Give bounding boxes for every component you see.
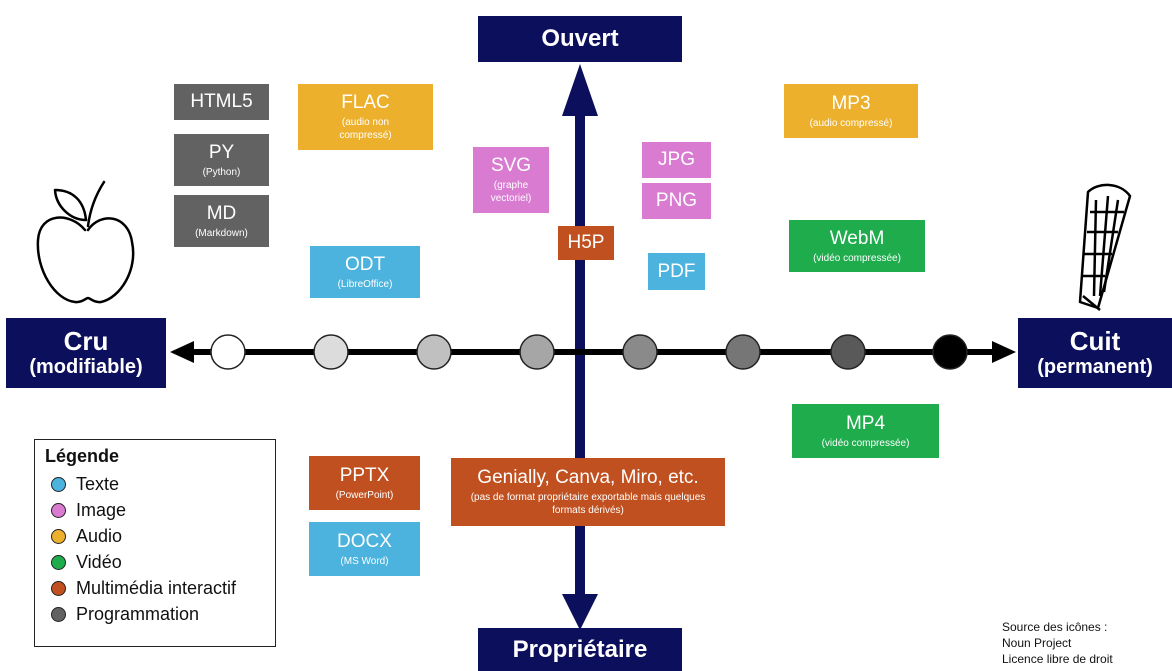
legend-item-image: Image	[51, 497, 275, 523]
legend-label-text: Texte	[76, 473, 120, 494]
format-webm-sub: (vidéo compressée)	[813, 252, 901, 264]
legend-dot-programming	[51, 606, 66, 622]
format-py: PY (Python)	[174, 134, 269, 186]
format-docx: DOCX (MS Word)	[309, 522, 420, 576]
icon-source-note: Source des icônes : Noun Project Licence…	[1002, 619, 1113, 667]
axis-label-cooked-title: Cuit	[1069, 326, 1121, 356]
format-jpg: JPG	[642, 142, 711, 178]
legend: Légende Texte Image Audio Vidéo Multiméd…	[34, 439, 276, 647]
legend-item-video: Vidéo	[51, 549, 275, 575]
format-pdf-title: PDF	[657, 260, 696, 282]
legend-dot-video	[51, 554, 66, 570]
format-mp3-sub: (audio compressé)	[809, 117, 893, 129]
format-py-sub: (Python)	[202, 166, 241, 178]
format-docx-title: DOCX	[337, 530, 392, 552]
pie-slice-icon	[1078, 183, 1132, 311]
format-mp3-title: MP3	[831, 92, 871, 114]
vertical-axis-arrow-down	[562, 594, 598, 630]
legend-label-interactive: Multimédia interactif	[76, 577, 237, 598]
legend-title: Légende	[45, 446, 120, 466]
format-md-title: MD	[206, 202, 237, 224]
format-h5p: H5P	[558, 226, 614, 260]
scale-dot-4	[519, 334, 555, 370]
legend-item-programming: Programmation	[51, 601, 275, 627]
format-flac-sub: (audio non compressé)	[339, 117, 392, 141]
format-pdf: PDF	[648, 253, 705, 290]
axis-label-proprietary: Propriétaire	[478, 628, 682, 671]
format-genially-sub: (pas de format propriétaire exportable m…	[470, 492, 706, 516]
vertical-axis-arrow-up	[562, 64, 598, 116]
format-mp4-title: MP4	[845, 412, 886, 434]
format-odt-sub: (LibreOffice)	[337, 278, 393, 290]
format-genially: Genially, Canva, Miro, etc. (pas de form…	[451, 458, 725, 526]
format-docx-sub: (MS Word)	[340, 555, 389, 567]
legend-dot-audio	[51, 528, 66, 544]
horizontal-axis-arrow-left	[170, 341, 194, 363]
format-svg-title: SVG	[490, 155, 532, 176]
scale-dot-6	[725, 334, 761, 370]
format-svg: SVG (graphe vectoriel)	[473, 147, 549, 213]
axis-label-cooked-sub: (permanent)	[1037, 356, 1153, 378]
apple-icon	[36, 180, 135, 304]
format-py-title: PY	[208, 141, 235, 163]
legend-label-programming: Programmation	[76, 603, 200, 624]
format-flac: FLAC (audio non compressé)	[298, 84, 433, 150]
format-pptx-sub: (PowerPoint)	[335, 489, 394, 501]
legend-dot-text	[51, 476, 66, 492]
format-odt: ODT (LibreOffice)	[310, 246, 420, 298]
scale-dot-3	[416, 334, 452, 370]
format-odt-title: ODT	[344, 253, 386, 275]
format-html5-title: HTML5	[190, 91, 253, 112]
format-svg-sub: (graphe vectoriel)	[490, 180, 532, 204]
legend-label-audio: Audio	[76, 525, 123, 546]
format-mp4: MP4 (vidéo compressée)	[792, 404, 939, 458]
scale-dot-2	[313, 334, 349, 370]
axis-label-raw-title: Cru	[63, 326, 109, 356]
axis-label-raw: Cru (modifiable)	[6, 318, 166, 388]
format-webm: WebM (vidéo compressée)	[789, 220, 925, 272]
legend-item-audio: Audio	[51, 523, 275, 549]
axis-label-cooked: Cuit (permanent)	[1018, 318, 1172, 388]
legend-item-interactive: Multimédia interactif	[51, 575, 275, 601]
format-md-sub: (Markdown)	[195, 227, 248, 239]
scale-dot-5	[622, 334, 658, 370]
legend-label-video: Vidéo	[76, 551, 122, 572]
legend-label-image: Image	[76, 499, 127, 520]
format-pptx: PPTX (PowerPoint)	[309, 456, 420, 510]
format-html5: HTML5	[174, 84, 269, 120]
source-line-1: Source des icônes :	[1002, 620, 1108, 634]
format-genially-title: Genially, Canva, Miro, etc.	[477, 467, 699, 488]
axis-label-open: Ouvert	[478, 16, 682, 62]
axis-label-proprietary-text: Propriétaire	[512, 635, 648, 663]
format-mp3: MP3 (audio compressé)	[784, 84, 918, 138]
format-md: MD (Markdown)	[174, 195, 269, 247]
format-flac-title: FLAC	[341, 92, 390, 113]
format-h5p-title: H5P	[567, 232, 605, 253]
format-mp4-sub: (vidéo compressée)	[821, 437, 910, 449]
format-png: PNG	[642, 183, 711, 219]
format-jpg-title: JPG	[658, 149, 695, 170]
scale-dot-8	[932, 334, 968, 370]
format-pptx-title: PPTX	[339, 464, 390, 486]
format-png-title: PNG	[655, 190, 698, 211]
scale-dot-1	[210, 334, 246, 370]
axis-label-open-text: Ouvert	[541, 25, 619, 52]
scale-dot-7	[830, 334, 866, 370]
format-webm-title: WebM	[829, 227, 885, 249]
legend-dot-interactive	[51, 580, 66, 596]
legend-dot-image	[51, 502, 66, 518]
axis-label-raw-sub: (modifiable)	[29, 356, 143, 378]
legend-item-text: Texte	[51, 471, 275, 497]
source-line-2: Noun Project	[1002, 636, 1072, 650]
horizontal-axis-arrow-right	[992, 341, 1016, 363]
source-line-3: Licence libre de droit	[1002, 652, 1113, 666]
